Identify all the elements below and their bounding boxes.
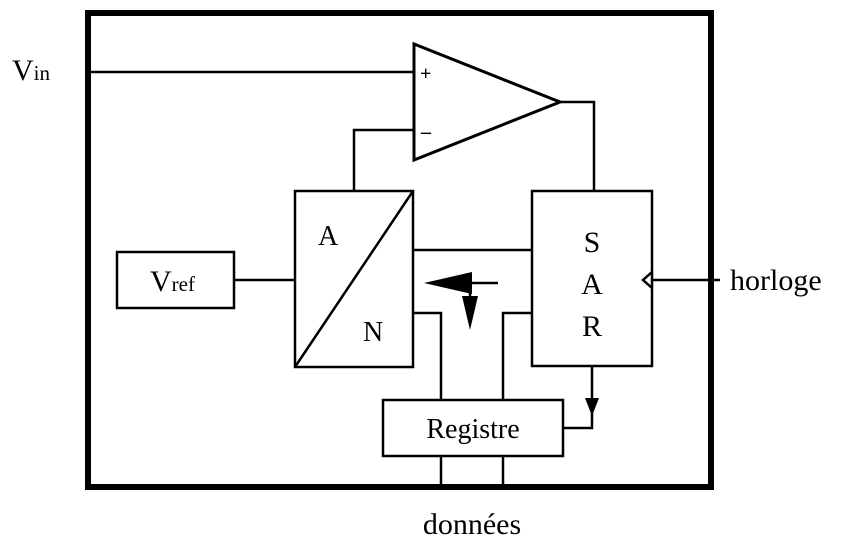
sar-down-arrow-icon bbox=[585, 398, 599, 416]
left-arrow-icon bbox=[424, 272, 472, 294]
dac-diagonal bbox=[293, 190, 415, 368]
vin-label: Vin bbox=[12, 54, 51, 87]
register-label: Registre bbox=[426, 414, 519, 445]
clock-label: horloge bbox=[730, 264, 822, 297]
dac-label-a: A bbox=[318, 221, 339, 252]
vref-label: Vref bbox=[150, 265, 195, 298]
clock-edge-icon bbox=[641, 271, 653, 289]
sar-down-wire bbox=[563, 366, 594, 430]
dac-label-n: N bbox=[363, 317, 383, 348]
sar-label-r: R bbox=[582, 310, 602, 343]
dac-to-comparator-wire bbox=[352, 128, 414, 191]
data-label: données bbox=[423, 508, 521, 541]
down-arrow-icon bbox=[462, 296, 478, 330]
comparator-minus-sign: – bbox=[420, 121, 432, 143]
register-box bbox=[381, 398, 565, 458]
comparator-to-sar-wire bbox=[560, 100, 596, 191]
sar-label-a: A bbox=[581, 268, 603, 301]
sar-label-s: S bbox=[584, 226, 601, 259]
sar-box bbox=[530, 189, 654, 368]
comparator-plus-sign: + bbox=[420, 63, 431, 85]
comparator-triangle bbox=[412, 41, 565, 163]
dac-to-register-wire bbox=[413, 311, 443, 400]
vref-box bbox=[115, 250, 236, 310]
sar-to-register-wire bbox=[501, 311, 532, 400]
adc-enclosure bbox=[85, 10, 714, 490]
